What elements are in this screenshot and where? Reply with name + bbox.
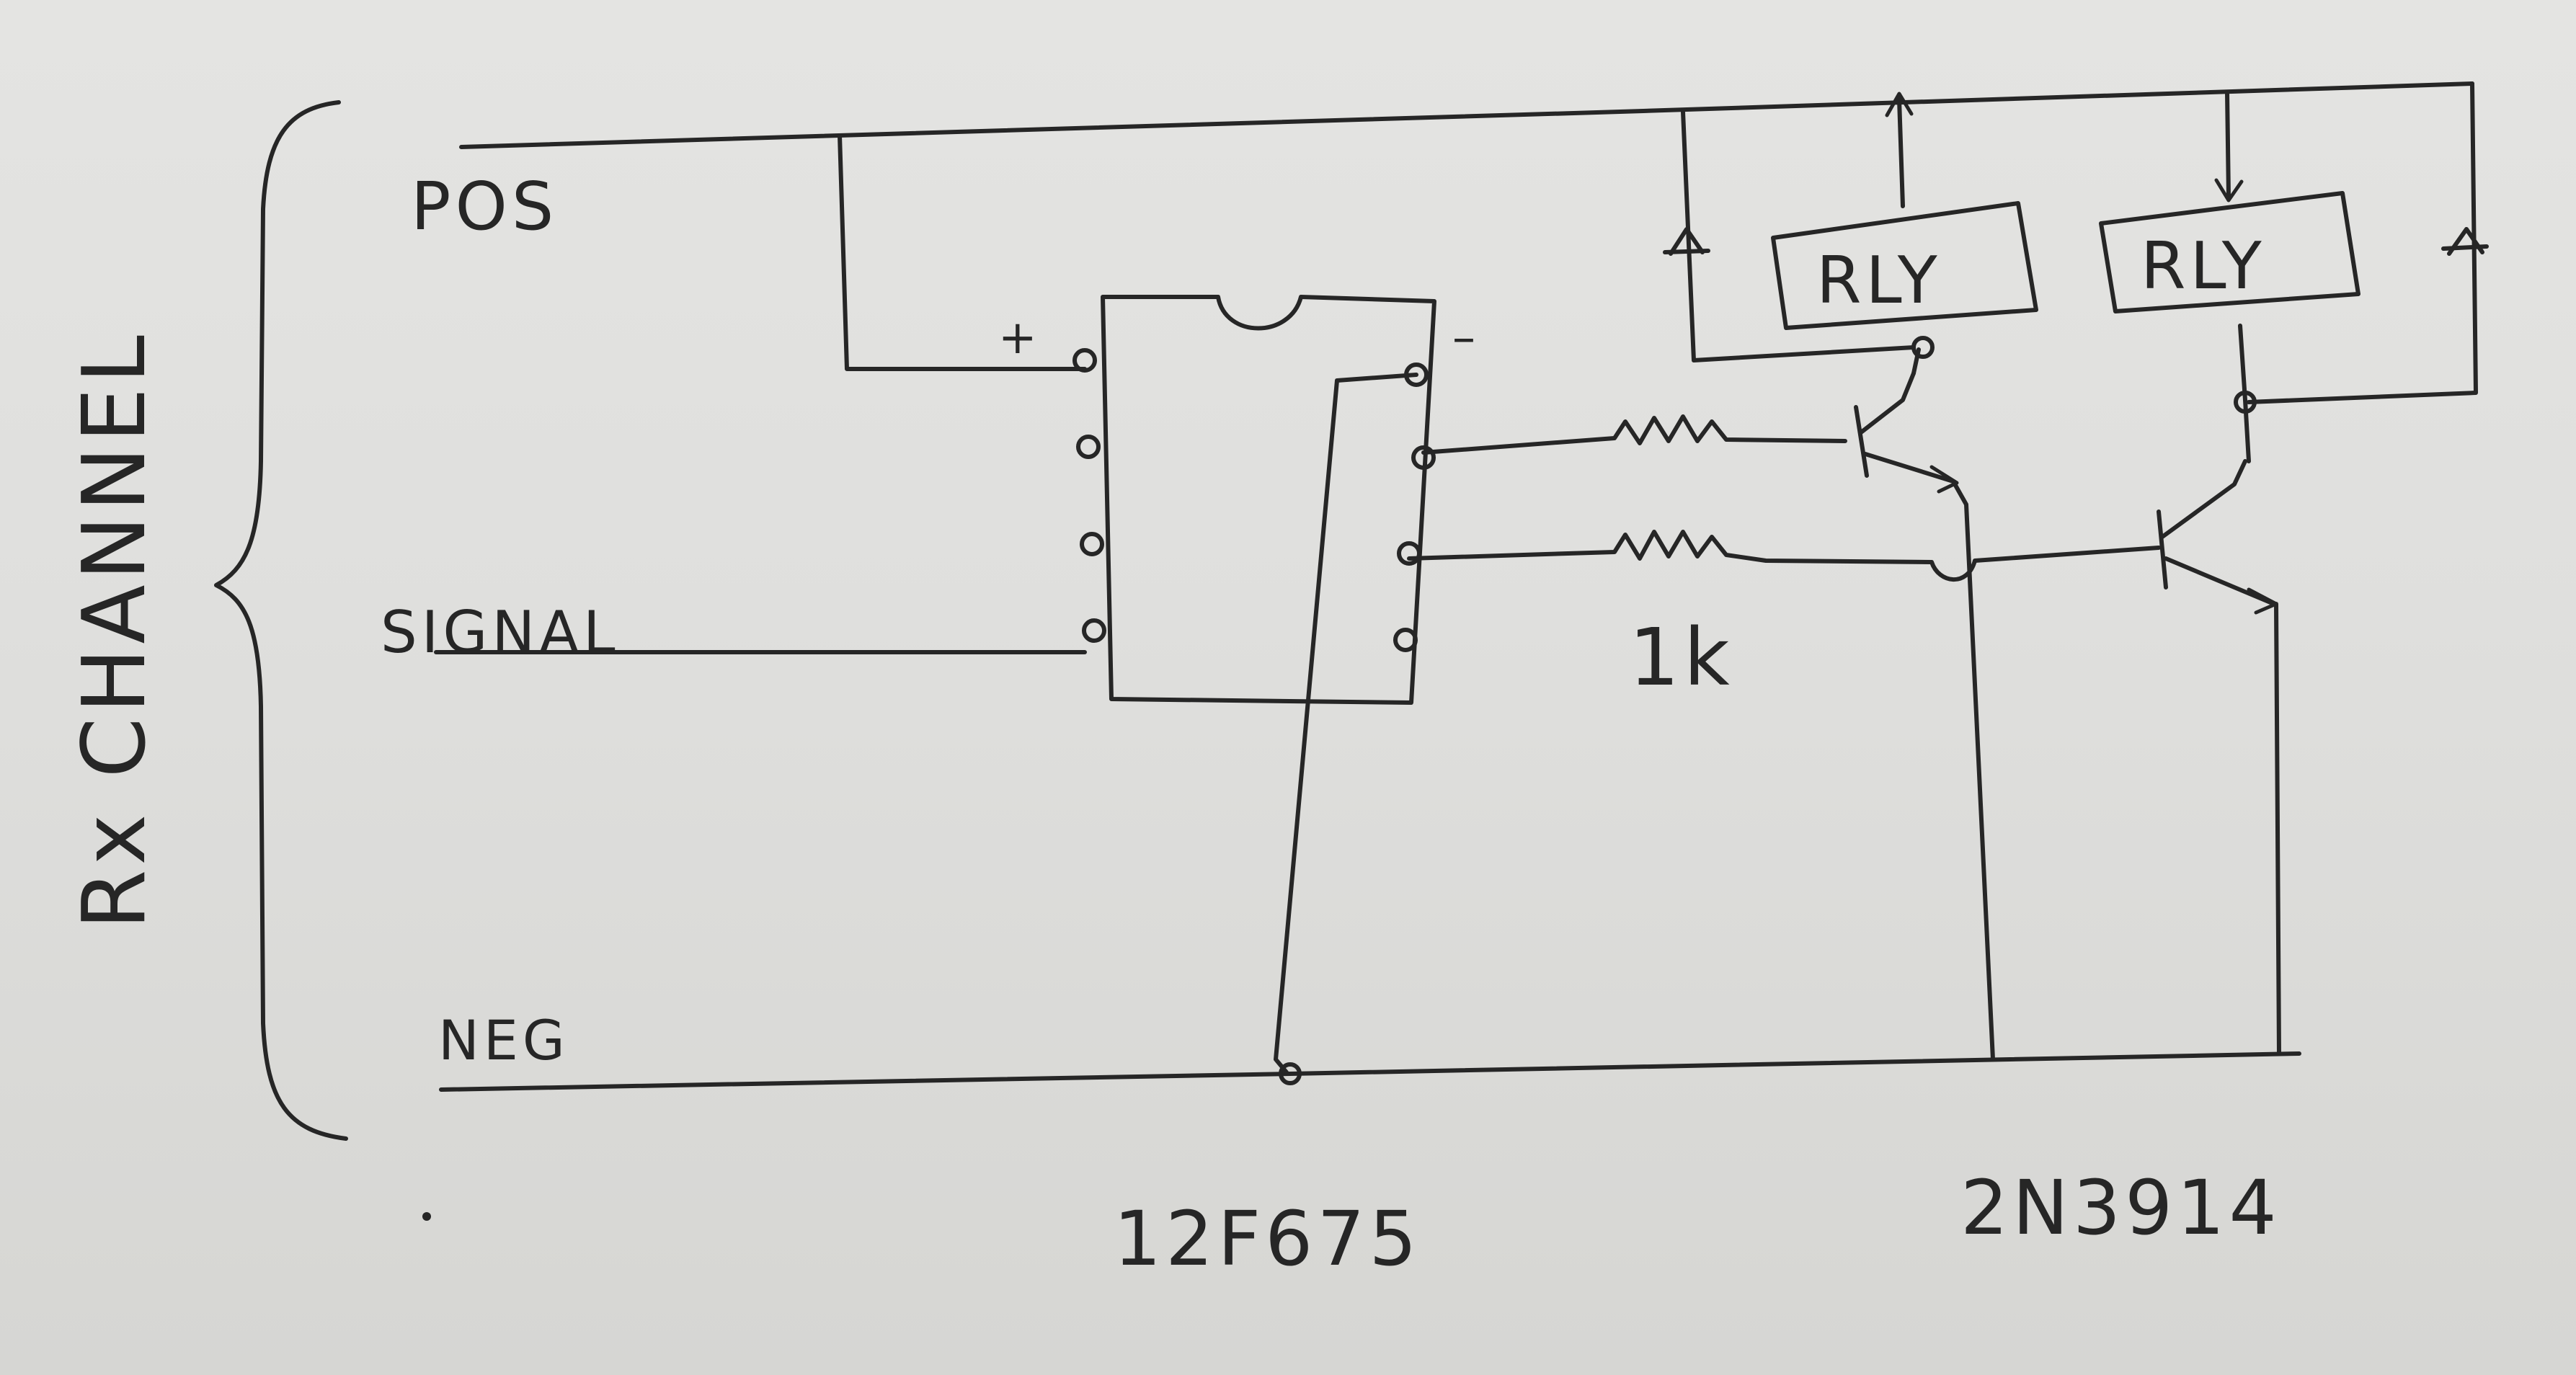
transistor-2 [2157,459,2278,615]
relay-2-top-wire [2225,90,2231,198]
relay-2-label: RLY [2141,228,2266,304]
signal-label: SIGNAL [381,599,620,666]
diode-1 [1663,227,1710,256]
pos-label: POS [411,168,558,245]
resistor-1 [1421,414,1847,455]
neg-rail [439,1051,2301,1092]
neg-label: NEG [438,1008,569,1072]
ic-plus-label: + [998,311,1041,365]
relay-1-label: RLY [1816,243,1942,319]
rx-channel-brace [214,100,348,1141]
resistor-2 [1407,530,2161,582]
relay-1-top-wire [1897,97,1905,208]
ic-ground-wire [1274,373,1418,1074]
transistor-part-label: 2N3914 [1960,1164,2281,1252]
pos-rail [459,81,2474,149]
transistor-2-emitter-wire [2274,602,2281,1056]
ic-minus-label: – [1452,311,1480,365]
ground-junction [1279,1062,1302,1085]
diode-2-loop [2247,81,2478,404]
paper-mark [422,1212,431,1221]
relay-2-box [2099,191,2360,313]
relay-2-bottom-wire [2238,324,2251,463]
transistor-1-emitter-wire [1951,479,1995,1062]
rx-channel-label: Rx CHANNEL [65,331,165,930]
ic-supply-wire [838,133,1087,371]
diode-1-loop [1681,110,1916,362]
relay-1-node [1911,336,1935,359]
ic-part-label: 12F675 [1114,1195,1421,1283]
ic-12f675-body [1101,295,1436,705]
resistor-value-label: 1k [1629,611,1734,703]
transistor-1 [1854,371,1959,494]
diode-2 [2441,227,2489,256]
ic-left-pins [1072,348,1106,643]
relay-1-box [1771,201,2038,330]
